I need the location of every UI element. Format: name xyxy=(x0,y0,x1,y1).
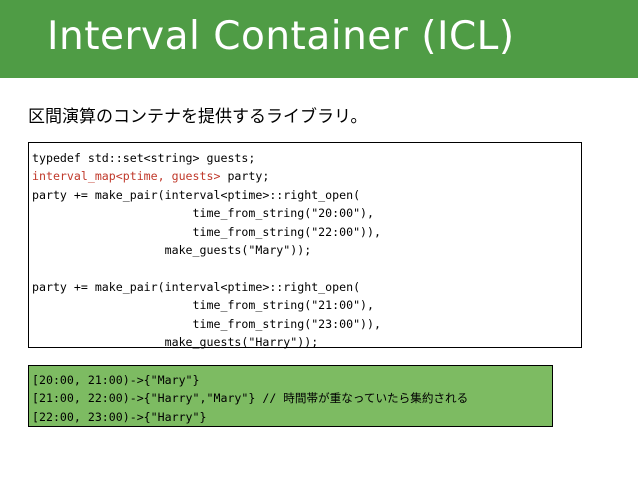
code-line: time_from_string("23:00")), xyxy=(32,316,382,331)
slide-subtitle: 区間演算のコンテナを提供するライブラリ。 xyxy=(28,107,368,127)
code-line: make_guests("Harry")); xyxy=(32,334,319,349)
code-line: make_guests("Mary")); xyxy=(32,242,312,257)
code-line: time_from_string("22:00")), xyxy=(32,224,382,239)
code-line: party += make_pair(interval<ptime>::righ… xyxy=(32,279,361,294)
code-line-highlighted: interval_map<ptime, guests> party; xyxy=(32,169,270,184)
output-line: [22:00, 23:00)->{"Harry"} xyxy=(32,409,207,424)
output-block: [20:00, 21:00)->{"Mary"} [21:00, 22:00)-… xyxy=(28,365,553,427)
output-line: [20:00, 21:00)->{"Mary"} xyxy=(32,373,200,387)
code-line-blank xyxy=(32,259,581,277)
highlighted-type: interval_map<ptime, guests> xyxy=(32,169,221,184)
code-line: party += make_pair(interval<ptime>::righ… xyxy=(32,187,361,202)
code-line: time_from_string("21:00"), xyxy=(32,298,375,313)
slide-title: Interval Container (ICL) xyxy=(47,14,515,59)
title-bar: Interval Container (ICL) xyxy=(0,0,638,78)
code-block: typedef std::set<string> guests; interva… xyxy=(28,142,582,349)
output-line: [21:00, 22:00)->{"Harry","Mary"} // 時間帯が… xyxy=(32,391,469,406)
code-line: typedef std::set<string> guests; xyxy=(32,151,256,165)
code-line: time_from_string("20:00"), xyxy=(32,206,375,221)
